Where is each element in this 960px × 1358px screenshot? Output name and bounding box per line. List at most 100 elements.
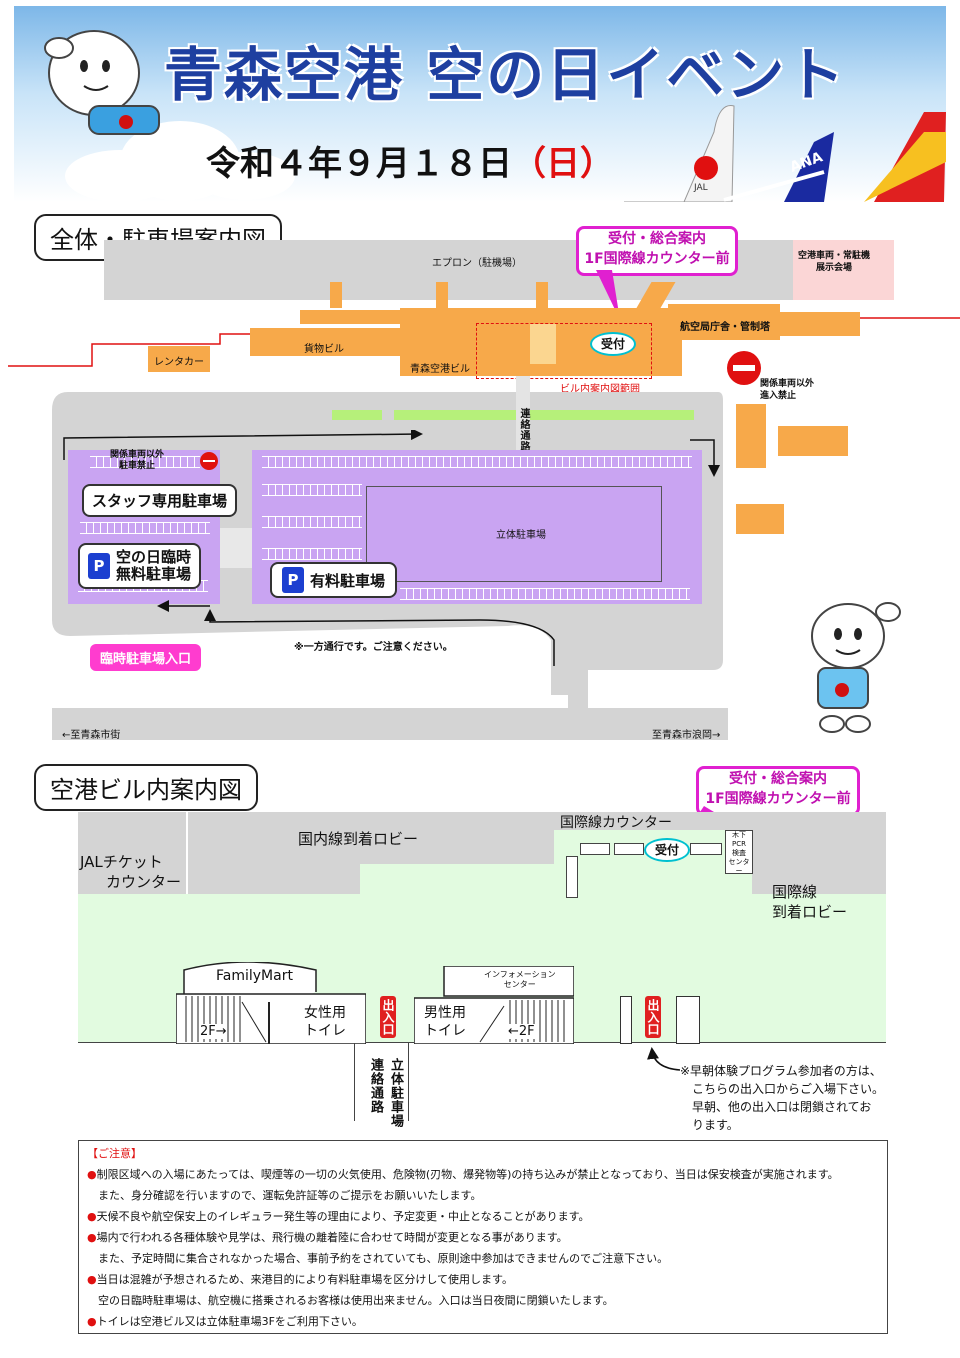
header-banner: 青森空港 空の日イベント 令和４年９月１８日（日） JAL ANA [14, 6, 946, 202]
stall-row [262, 516, 362, 528]
reception-marker: 受付 [590, 332, 636, 356]
green-strip-1 [332, 410, 382, 420]
stall-row [262, 456, 692, 468]
no-parking-icon [200, 452, 218, 470]
event-date: 令和４年９月１８日（日） [206, 136, 614, 185]
staff-parking-sign: スタッフ専用駐車場 [82, 484, 238, 517]
womens-toilet: 女性用 トイレ [304, 1004, 346, 1040]
counter-desk [614, 843, 644, 855]
jal-ticket-line2: カウンター [106, 873, 182, 891]
intl-counter-label: 国際線カウンター [560, 815, 672, 831]
reception-callout-line2: 1F国際線カウンター前 [705, 791, 851, 807]
info-center-label: インフォメーション センター [484, 970, 556, 989]
no-parking-label: 関係車両以外 駐車禁止 [110, 450, 165, 471]
paid-parking-sign: P 有料駐車場 [270, 562, 398, 598]
arrow-icon [647, 1047, 681, 1071]
pcr-center: 木下 PCR 検査 センター [725, 830, 753, 875]
aviation-office-label: 航空局庁舎・管制塔 [680, 322, 770, 333]
event-date-main: 令和４年９月１８日 [206, 144, 512, 184]
temp-parking-line2: 無料駐車場 [116, 565, 192, 583]
main-lobby-upper [360, 864, 554, 894]
counter-desk [580, 843, 610, 855]
display-area [793, 240, 894, 300]
multi-story-parking [366, 486, 662, 582]
gate-1 [330, 282, 342, 308]
bullet-icon: ● [87, 1168, 97, 1181]
aviation-office-east [780, 312, 860, 336]
gate-3 [536, 282, 548, 308]
side-building-3 [736, 504, 784, 534]
stall-row [262, 484, 362, 496]
reception-marker: 受付 [644, 838, 690, 862]
no-entry-label: 関係車両以外 進入禁止 [760, 379, 815, 401]
passage-wall-right [408, 1043, 409, 1121]
exit-tag-east: 出入口 [645, 996, 661, 1038]
jal-counter-area [78, 812, 186, 894]
callout-pointer-icon [596, 270, 620, 320]
to-namioka-label: 至青森市浪岡→ [652, 730, 721, 741]
counter-desk [566, 856, 578, 898]
jal-logo-text: JAL [693, 183, 708, 193]
temp-entrance-tag: 臨時駐車場入口 [90, 644, 202, 671]
notes-line: ●制限区域への入場にあたっては、喫煙等の一切の火気使用、危険物(刃物、爆発物等)… [87, 1168, 839, 1181]
terminal-center [530, 324, 556, 364]
side-building-1 [736, 404, 766, 468]
notes-heading: 【ご注意】 [87, 1147, 142, 1160]
mascot-icon [811, 602, 901, 733]
paid-parking-label: 有料駐車場 [310, 571, 386, 590]
pillar [620, 996, 632, 1044]
cargo-connector [300, 310, 420, 324]
side-building-2 [778, 426, 848, 456]
notes-line: 空の日臨時駐車場は、航空機に搭乗されるお客様は使用出来ません。入口は当日夜間に閉… [87, 1294, 614, 1307]
parking-icon: P [88, 553, 110, 579]
notes-line: ●当日は混雑が予想されるため、来港目的により有料駐車場を区分けして使用します。 [87, 1273, 513, 1286]
jal-ticket-line1: JALチケット [80, 853, 163, 871]
stall-row [80, 522, 210, 534]
counter-desk [690, 843, 722, 855]
stall-row [262, 548, 362, 560]
mens-toilet-block [414, 966, 574, 1044]
to-aomori-label: ←至青森市街 [62, 730, 121, 741]
rental-car-label: レンタカー [154, 357, 204, 368]
bullet-icon: ● [87, 1210, 97, 1223]
mascot-icon [44, 30, 160, 135]
airline-tails-icon: JAL ANA [624, 105, 946, 202]
jal-ticket-label: JALチケット カウンター [80, 852, 181, 892]
apron-label: エプロン（駐機場） [432, 258, 522, 269]
reception-callout-building: 受付・総合案内 1F国際線カウンター前 [696, 766, 860, 816]
stall-row [90, 456, 200, 468]
mens-toilet-line2: トイレ [424, 1023, 466, 1039]
familymart-label: FamilyMart [216, 968, 293, 984]
bullet-icon: ● [87, 1315, 97, 1328]
intl-arrival-line2: 到着ロビー [772, 903, 848, 921]
reception-callout: 受付・総合案内 1F国際線カウンター前 [576, 226, 738, 276]
passage-label-b: 立体駐車場 [388, 1058, 403, 1128]
stall-row [400, 588, 690, 600]
cargo-building-label: 貨物ビル [304, 344, 344, 355]
parking-icon: P [282, 567, 304, 593]
stairs-2f-left: 2F→ [200, 1024, 227, 1039]
notes-line: ●場内で行われる各種体験や見学は、飛行機の離着陸に合わせて時間が変更となる事があ… [87, 1231, 568, 1244]
temp-parking-sign: P 空の日臨時 無料駐車場 [78, 543, 202, 589]
one-way-note: ※一方通行です。ご注意ください。 [294, 642, 453, 653]
reception-callout-line1: 受付・総合案内 [608, 231, 706, 247]
one-way-arrows [63, 430, 720, 666]
aviation-office [668, 304, 780, 340]
cloud-icon [65, 121, 295, 202]
domestic-arrival-lobby-wall [188, 812, 360, 894]
east-corridor [752, 978, 886, 1042]
rental-car-building [148, 346, 210, 372]
building-range-label: ビル内案内図範囲 [560, 384, 640, 395]
notes-line: ●天候不良や航空保安上のイレギュラー発生等の理由により、予定変更・中止となること… [87, 1210, 590, 1223]
building-range-box [476, 323, 652, 379]
connecting-passage-label: 連絡通路 [518, 408, 529, 452]
gate-2 [436, 282, 448, 308]
pillar [676, 996, 700, 1044]
intl-arrival-line1: 国際線 [772, 883, 818, 901]
lot-connector [220, 528, 252, 568]
bullet-icon: ● [87, 1273, 97, 1286]
section-title-building: 空港ビル内案内図 [34, 764, 258, 811]
domestic-arrival-label: 国内線到着ロビー [298, 830, 419, 848]
terminal-label: 青森空港ビル [410, 364, 470, 375]
notes-line: また、身分確認を行いますので、運転免許証等のご提示をお願いいたします。 [87, 1189, 482, 1202]
